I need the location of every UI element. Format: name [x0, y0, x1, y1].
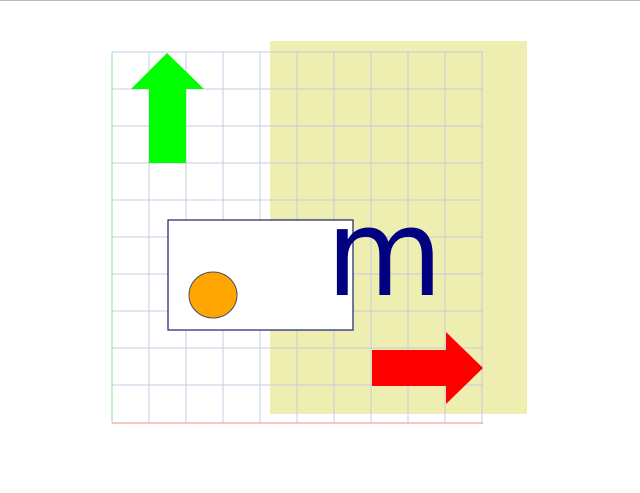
- top-border: [0, 0, 640, 1]
- circle-shape: [188, 271, 238, 319]
- content-box: [167, 219, 354, 331]
- arrow-up-icon: [131, 53, 204, 163]
- arrow-right-icon: [372, 332, 483, 404]
